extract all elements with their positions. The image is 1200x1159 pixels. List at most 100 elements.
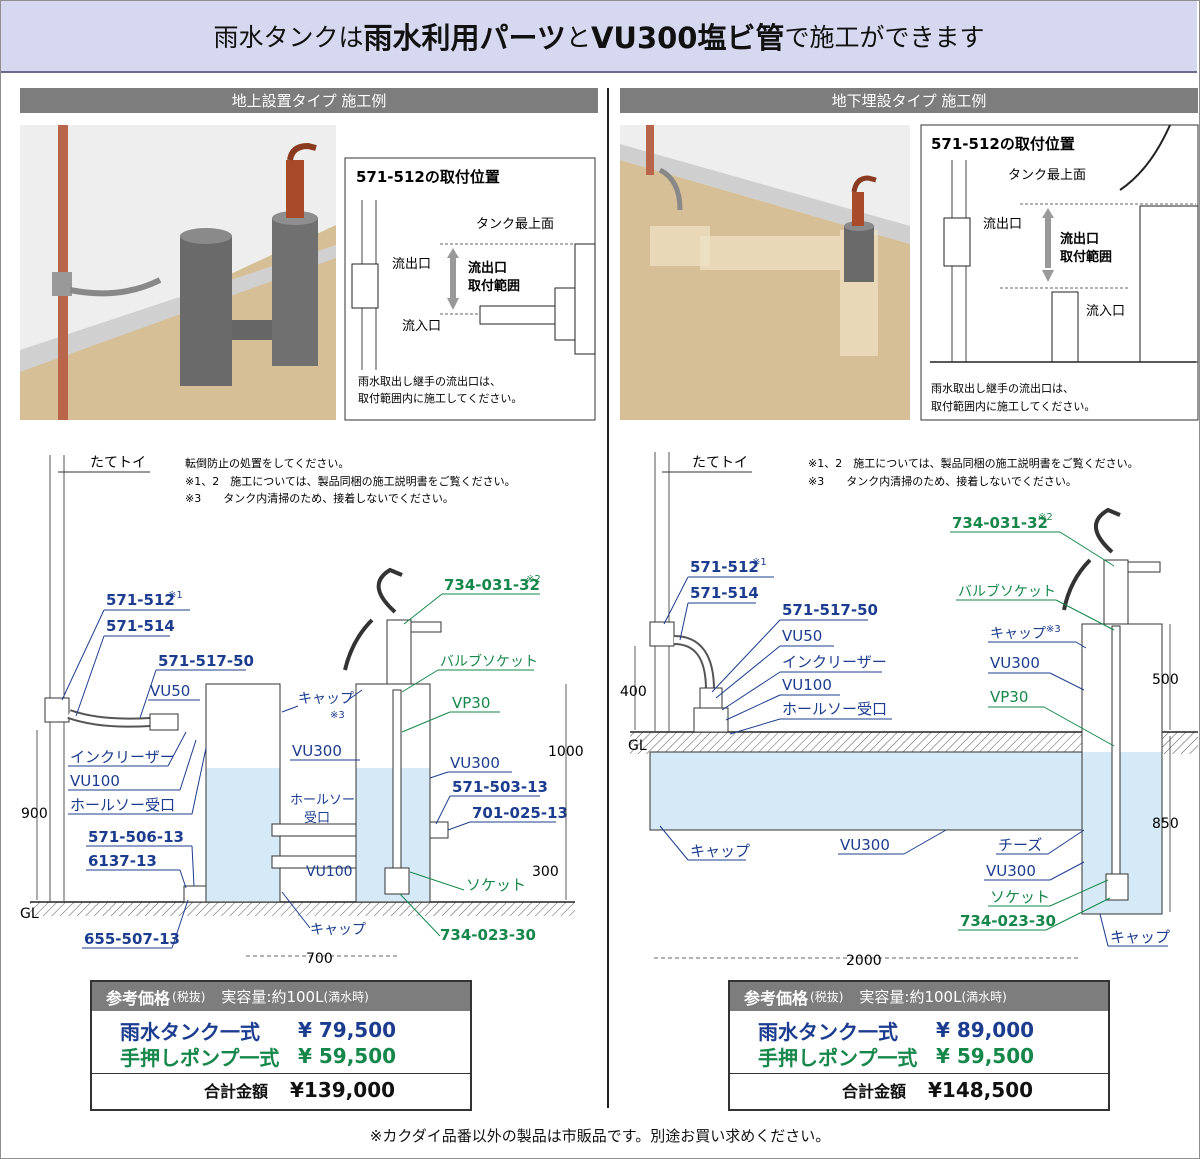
right-note-2: ※3 タンク内清掃のため、接着しないでください。 [808, 474, 1077, 488]
right-cap-right: キャップ [1110, 928, 1170, 946]
right-note-1: ※1、2 施工については、製品同梱の施工説明書をご覧ください。 [808, 456, 1139, 470]
right-price-box: 参考価格 (税抜) 実容量:約100L (満水時) 雨水タンク一式 ¥ 89,0… [728, 980, 1110, 1111]
right-vu300b: VU300 [840, 836, 890, 854]
left-p571-514: 571-514 [106, 617, 175, 635]
left-price-row-pump: 手押しポンプ一式 ¥ 59,500 [92, 1043, 470, 1070]
right-price-pump-label: 手押しポンプ一式 [758, 1045, 918, 1070]
right-price-tank-value: ¥ 89,000 [936, 1018, 1035, 1042]
left-inset-inlet: 流入口 [402, 319, 441, 334]
left-hose-recv: ホールソー受口 [70, 796, 175, 814]
left-mark2: ※2 [526, 574, 541, 585]
right-increaser: インクリーザー [782, 653, 887, 671]
left-price-tank-label: 雨水タンク一式 [120, 1019, 260, 1044]
left-p734-031-32: 734-031-32 [444, 576, 540, 594]
left-price-row-tank: 雨水タンク一式 ¥ 79,500 [92, 1017, 470, 1044]
left-price-pump-value: ¥ 59,500 [298, 1044, 397, 1068]
left-note-2: ※1、2 施工については、製品同梱の施工説明書をご覧ください。 [185, 474, 516, 488]
left-vp30: VP30 [452, 694, 490, 712]
left-p655-507-13: 655-507-13 [84, 930, 180, 948]
right-dim-400: 400 [620, 684, 647, 700]
header-highlight-1: 雨水利用パーツ [363, 21, 566, 55]
right-inset-range1: 流出口 [1060, 231, 1099, 247]
left-hole-saw2: 受口 [304, 811, 330, 826]
right-price-tax: (税抜) [810, 990, 844, 1004]
left-note-3: ※3 タンク内清掃のため、接着しないでください。 [185, 491, 454, 505]
footnote: ※カクダイ品番以外の製品は市販品です。別途お買い求めください。 [369, 1127, 831, 1145]
left-p571-506-13: 571-506-13 [88, 828, 184, 846]
left-hole-saw1: ホールソー [290, 793, 355, 808]
right-inset-note1: 雨水取出し継手の流出口は、 [931, 381, 1074, 395]
left-price-total-value: ¥139,000 [290, 1078, 396, 1102]
right-hose-recv: ホールソー受口 [782, 700, 887, 718]
right-mark1: ※1 [752, 557, 767, 568]
left-valve-socket: バルブソケット [440, 653, 538, 670]
right-price-full: (満水時) [961, 990, 1007, 1004]
left-price-head: 参考価格 (税抜) 実容量:約100L (満水時) [92, 982, 470, 1011]
left-inset-note1: 雨水取出し継手の流出口は、 [358, 374, 501, 388]
right-section-title: 地下埋設タイプ 施工例 [620, 88, 1198, 113]
right-vu300a: VU300 [990, 654, 1040, 672]
right-price-head: 参考価格 (税抜) 実容量:約100L (満水時) [730, 982, 1108, 1011]
left-inset-title: 571-512の取付位置 [356, 168, 500, 186]
left-vu100a: VU100 [70, 772, 120, 790]
right-gl: GL [628, 738, 647, 754]
right-inset-title: 571-512の取付位置 [931, 135, 1075, 153]
left-inset-note2: 取付範囲内に施工してください。 [358, 391, 522, 405]
left-p571-512: 571-512 [106, 591, 175, 609]
left-socket: ソケット [466, 876, 526, 894]
right-price-total-value: ¥148,500 [928, 1078, 1034, 1102]
left-price-tax: (税抜) [172, 990, 206, 1004]
right-vp30: VP30 [990, 688, 1028, 706]
left-vu100b: VU100 [306, 864, 353, 880]
right-tees: チーズ [998, 836, 1042, 854]
right-mark3: ※3 [1046, 624, 1061, 635]
right-dim-2000: 2000 [846, 953, 882, 969]
left-section-title: 地上設置タイプ 施工例 [20, 88, 598, 113]
left-gl: GL [20, 906, 39, 922]
left-inset-outlet: 流出口 [392, 257, 431, 272]
left-dim-900: 900 [21, 806, 48, 822]
right-p571-517-50: 571-517-50 [782, 601, 878, 619]
right-inset-outlet: 流出口 [983, 217, 1022, 232]
right-p571-514: 571-514 [690, 584, 759, 602]
left-increaser: インクリーザー [70, 748, 175, 766]
left-dim-1000: 1000 [548, 744, 584, 760]
right-price-row-tank: 雨水タンク一式 ¥ 89,000 [730, 1017, 1108, 1044]
left-mark3: ※3 [330, 710, 345, 721]
left-diagram [30, 455, 575, 916]
right-socket: ソケット [990, 888, 1050, 906]
right-downspout: たてトイ [692, 455, 748, 471]
right-vu100: VU100 [782, 676, 832, 694]
right-dim-500: 500 [1152, 672, 1179, 688]
left-price-pump-label: 手押しポンプ一式 [120, 1045, 280, 1070]
left-inset-range2: 取付範囲 [468, 278, 520, 294]
right-p734-031-32: 734-031-32 [952, 514, 1048, 532]
right-price-title: 参考価格 [744, 988, 809, 1008]
right-price-pump-value: ¥ 59,500 [936, 1044, 1035, 1068]
left-vu300b: VU300 [450, 754, 500, 772]
right-cap-left: キャップ [690, 842, 750, 860]
left-diagram-labels: たてトイ 転倒防止の処置をしてください。 ※1、2 施工については、製品同梱の施… [20, 455, 584, 967]
left-price-total: 合計金額 ¥139,000 [92, 1073, 470, 1106]
right-inset-note2: 取付範囲内に施工してください。 [931, 399, 1095, 413]
left-p571-503-13: 571-503-13 [452, 778, 548, 796]
right-diagram-labels: たてトイ ※1、2 施工については、製品同梱の施工説明書をご覧ください。 ※3 … [620, 455, 1179, 969]
left-cap-bottom: キャップ [310, 922, 366, 938]
left-cap-top: キャップ [298, 691, 354, 707]
left-price-total-label: 合計金額 [204, 1082, 269, 1101]
page-header: 雨水タンクは 雨水利用パーツ と VU300塩ビ管 で施工ができます [1, 1, 1197, 73]
left-p701-025-13: 701-025-13 [472, 804, 568, 822]
header-text-2: と [565, 23, 591, 52]
section-divider [607, 88, 609, 1108]
left-p734-023-30: 734-023-30 [440, 926, 536, 944]
left-price-box: 参考価格 (税抜) 実容量:約100L (満水時) 雨水タンク一式 ¥ 79,5… [90, 980, 472, 1111]
left-downspout: たてトイ [90, 455, 146, 471]
right-mark2: ※2 [1038, 512, 1053, 523]
header-text-3: で施工ができます [784, 23, 985, 52]
left-vu300a: VU300 [292, 742, 342, 760]
left-p6137-13: 6137-13 [88, 852, 157, 870]
right-vu50: VU50 [782, 627, 822, 645]
left-price-full: (満水時) [323, 990, 369, 1004]
left-price-capacity: 実容量:約100L [221, 988, 324, 1006]
